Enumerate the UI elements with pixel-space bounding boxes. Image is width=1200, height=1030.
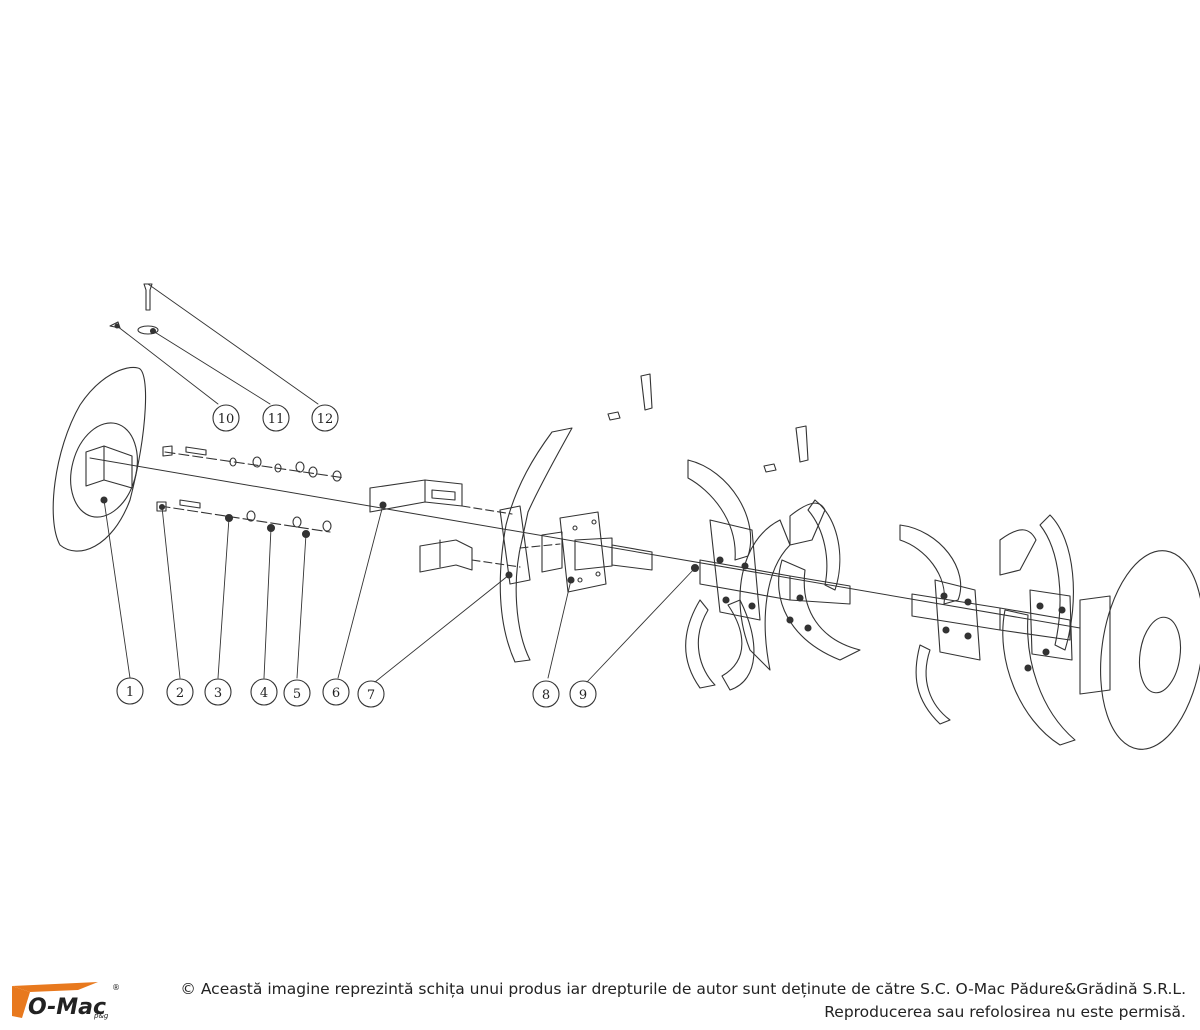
svg-text:3: 3	[214, 686, 222, 701]
callout-11: 11	[262, 404, 290, 432]
callout-6: 6	[322, 678, 350, 706]
callout-10: 10	[212, 404, 240, 432]
right-rotor	[899, 514, 1111, 746]
upper-bolt-row	[162, 445, 346, 482]
callout-5: 5	[283, 679, 311, 707]
callout-12: 12	[311, 404, 339, 432]
logo-swoosh-icon	[12, 982, 98, 992]
callout-markers: 1 2 3 4 5 6 7 8 9 10 11 12	[116, 404, 597, 708]
svg-text:9: 9	[579, 688, 587, 703]
callout-2: 2	[166, 678, 194, 706]
svg-text:7: 7	[367, 688, 375, 703]
svg-text:4: 4	[260, 686, 268, 701]
middle-rotor	[685, 459, 861, 691]
lower-bolt-row	[156, 499, 332, 539]
upper-pins	[607, 373, 809, 473]
copyright-notice: © Această imagine reprezintă schița unui…	[126, 978, 1186, 1024]
leader-lines	[103, 283, 696, 683]
right-disc	[1100, 550, 1200, 750]
logo-mark: ®	[112, 983, 120, 992]
left-disc	[52, 366, 147, 552]
copyright-line-1: © Această imagine reprezintă schița unui…	[180, 980, 1186, 998]
callout-3: 3	[204, 678, 232, 706]
callout-4: 4	[250, 678, 278, 706]
tine-7	[499, 427, 573, 663]
omac-logo: O-Mac p&g ®	[12, 982, 120, 1020]
svg-text:8: 8	[542, 688, 550, 703]
callout-9: 9	[569, 680, 597, 708]
logo-sub: p&g	[93, 1012, 109, 1020]
svg-text:11: 11	[268, 412, 285, 427]
callout-8: 8	[532, 680, 560, 708]
exploded-parts-diagram: 1 2 3 4 5 6 7 8 9 10 11 12	[52, 283, 1200, 750]
svg-text:12: 12	[317, 412, 334, 427]
svg-text:5: 5	[293, 687, 301, 702]
callout-1: 1	[116, 677, 144, 705]
callout-7: 7	[357, 680, 385, 708]
svg-text:1: 1	[126, 685, 134, 700]
copyright-line-2: Reproducerea sau refolosirea nu este per…	[824, 1003, 1186, 1021]
flange-8	[519, 511, 653, 593]
axis-line	[89, 457, 1081, 629]
logo-text: O-Mac	[28, 995, 106, 1020]
svg-text:10: 10	[218, 412, 235, 427]
svg-text:6: 6	[332, 686, 340, 701]
bracket-6	[369, 479, 521, 573]
svg-text:2: 2	[176, 686, 184, 701]
